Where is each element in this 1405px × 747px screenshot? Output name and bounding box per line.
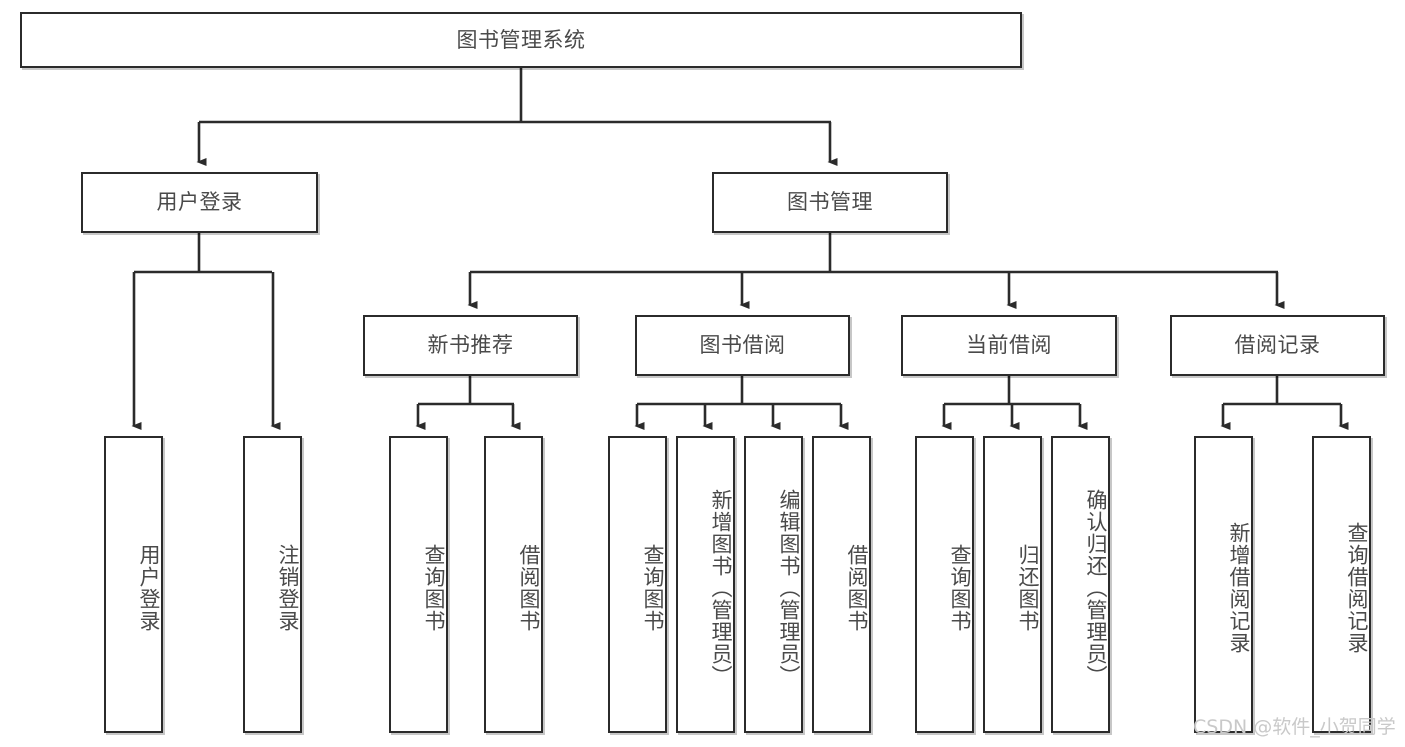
leaf-borrow-record-2[interactable]: 查询借阅记录	[1312, 436, 1371, 733]
node-user-login[interactable]: 用户登录	[81, 172, 318, 233]
leaf-book-borrow-3-label: 编辑图书（管理员）	[777, 488, 801, 687]
leaf-book-borrow-2[interactable]: 新增图书（管理员）	[676, 436, 735, 733]
leaf-book-borrow-1[interactable]: 查询图书	[608, 436, 667, 733]
leaf-new-book-2-label: 借阅图书	[517, 543, 541, 632]
node-book-management-label: 图书管理	[787, 190, 873, 215]
leaf-user-login-1-label: 用户登录	[137, 543, 161, 632]
leaf-book-borrow-1-label: 查询图书	[641, 543, 665, 632]
leaf-new-book-1-label: 查询图书	[422, 543, 446, 632]
leaf-current-borrow-3-label: 确认归还（管理员）	[1084, 488, 1108, 687]
node-new-book-recommend-label: 新书推荐	[427, 333, 514, 358]
node-borrow-record[interactable]: 借阅记录	[1170, 315, 1385, 376]
node-root[interactable]: 图书管理系统	[20, 12, 1022, 68]
node-current-borrow-label: 当前借阅	[966, 333, 1052, 358]
leaf-new-book-2[interactable]: 借阅图书	[484, 436, 543, 733]
leaf-book-borrow-3[interactable]: 编辑图书（管理员）	[744, 436, 803, 733]
leaf-current-borrow-1[interactable]: 查询图书	[915, 436, 974, 733]
leaf-user-login-2[interactable]: 注销登录	[243, 436, 302, 733]
leaf-user-login-2-label: 注销登录	[276, 543, 300, 632]
node-user-login-label: 用户登录	[156, 190, 243, 215]
leaf-current-borrow-1-label: 查询图书	[948, 543, 972, 632]
leaf-book-borrow-4[interactable]: 借阅图书	[812, 436, 871, 733]
node-book-borrow[interactable]: 图书借阅	[635, 315, 850, 376]
leaf-borrow-record-2-label: 查询借阅记录	[1345, 521, 1369, 654]
leaf-borrow-record-1[interactable]: 新增借阅记录	[1194, 436, 1253, 733]
leaf-book-borrow-4-label: 借阅图书	[845, 543, 869, 632]
leaf-borrow-record-1-label: 新增借阅记录	[1227, 521, 1251, 654]
node-current-borrow[interactable]: 当前借阅	[901, 315, 1117, 376]
leaf-current-borrow-3[interactable]: 确认归还（管理员）	[1051, 436, 1110, 733]
node-borrow-record-label: 借阅记录	[1234, 333, 1321, 358]
csdn-watermark: CSDN @软件_小贺同学	[1193, 716, 1396, 738]
leaf-user-login-1[interactable]: 用户登录	[104, 436, 163, 733]
node-root-label: 图书管理系统	[456, 27, 586, 52]
leaf-current-borrow-2-label: 归还图书	[1016, 543, 1040, 632]
node-book-borrow-label: 图书借阅	[699, 333, 786, 358]
leaf-current-borrow-2[interactable]: 归还图书	[983, 436, 1042, 733]
leaf-book-borrow-2-label: 新增图书（管理员）	[709, 488, 733, 687]
node-new-book-recommend[interactable]: 新书推荐	[363, 315, 578, 376]
node-book-management[interactable]: 图书管理	[712, 172, 948, 233]
leaf-new-book-1[interactable]: 查询图书	[389, 436, 448, 733]
